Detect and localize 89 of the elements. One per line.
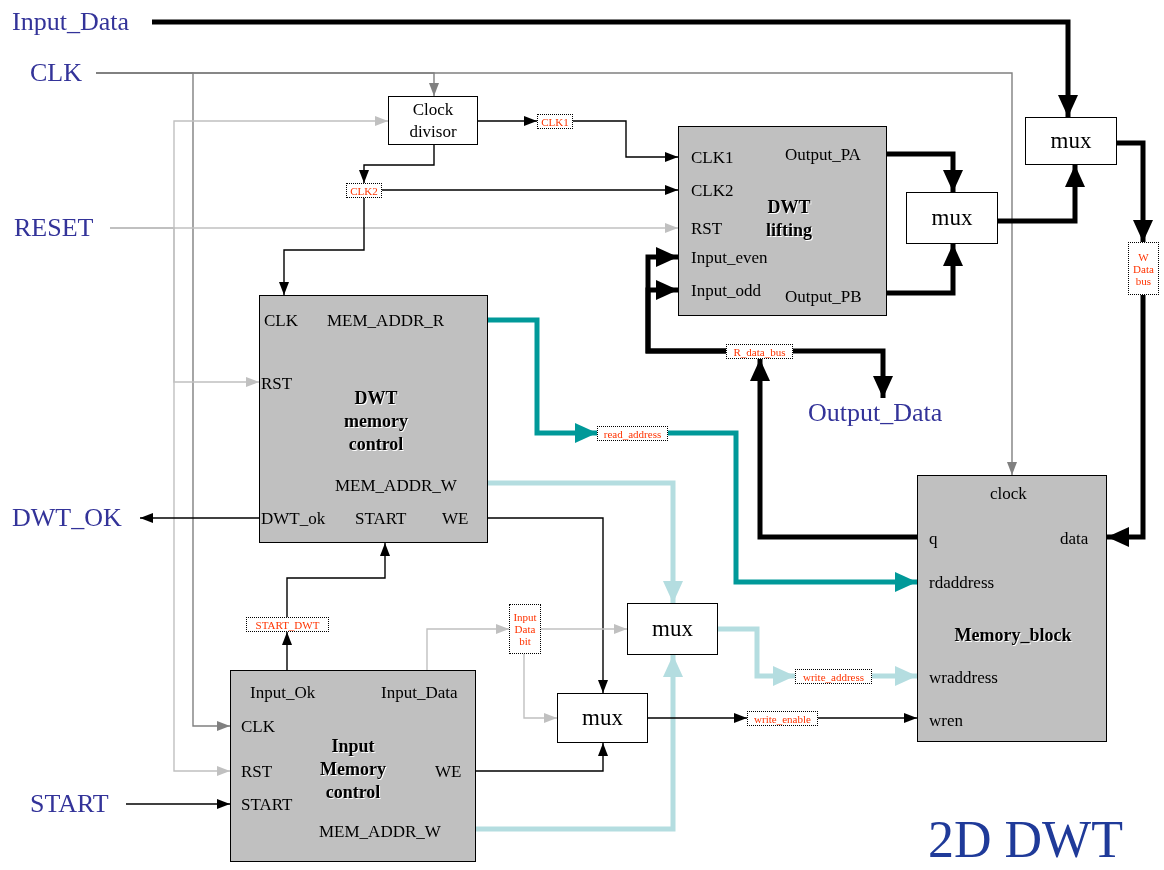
block-title: Memory_block: [953, 623, 1073, 647]
port-label: wraddress: [929, 668, 998, 688]
bus-arrow: [668, 430, 917, 592]
port-label: Input_odd: [691, 281, 761, 301]
bus-arrow: [887, 244, 963, 296]
mux-box: mux: [906, 192, 998, 244]
mux-box: mux: [627, 603, 718, 655]
port-label: Output_PA: [785, 145, 861, 165]
port-label: CLK1: [691, 148, 734, 168]
port-label: CLK2: [691, 181, 734, 201]
signal-arrow: [95, 72, 231, 731]
signal-tag: Input Data bit: [509, 604, 541, 654]
bus-arrow: [718, 626, 795, 686]
port-label: WE: [442, 509, 469, 529]
port-label: WE: [435, 762, 462, 782]
signal-tag: write_enable: [747, 711, 818, 726]
port-label: wren: [929, 711, 963, 731]
signal-arrow: [523, 653, 558, 723]
bus-arrow: [488, 480, 683, 603]
signal-tag: write_address: [795, 669, 872, 684]
signal-arrow: [426, 624, 510, 671]
signal-label: Input_Data: [12, 7, 152, 37]
port-label: CLK: [241, 717, 275, 737]
signal-arrow: [487, 517, 608, 694]
signal-tag: W Data bus: [1128, 242, 1159, 295]
bus-arrow: [887, 151, 963, 192]
signal-arrow: [359, 144, 435, 184]
port-label: MEM_ADDR_R: [327, 311, 445, 331]
bus-arrow: [750, 359, 917, 540]
port-label: MEM_ADDR_W: [319, 822, 441, 842]
signal-tag: CLK2: [346, 183, 382, 198]
module-block: [230, 670, 476, 862]
bus-arrow: [645, 280, 726, 354]
bus-arrow: [998, 165, 1085, 224]
signal-arrow: [109, 227, 231, 776]
port-label: Output_PB: [785, 287, 862, 307]
signal-arrow: [817, 713, 918, 723]
diagram-title: 2D DWT: [928, 812, 1123, 868]
port-label: DWT_ok: [261, 509, 326, 529]
signal-arrow: [381, 185, 679, 195]
signal-arrow: [139, 513, 260, 523]
port-label: rdaddress: [929, 573, 995, 593]
signal-label: CLK: [30, 58, 96, 88]
mux-box: mux: [1025, 117, 1117, 165]
bus-arrow: [1107, 295, 1146, 547]
bus-arrow: [1117, 140, 1153, 242]
signal-arrow: [475, 742, 608, 772]
signal-label: START: [30, 789, 126, 819]
signal-arrow: [477, 116, 538, 126]
signal-arrow: [279, 197, 365, 296]
port-label: clock: [990, 484, 1027, 504]
block-title: DWT memory control: [343, 386, 409, 456]
port-label: RST: [241, 762, 273, 782]
signal-arrow: [282, 631, 292, 671]
bus-arrow: [476, 655, 683, 832]
signal-arrow: [647, 713, 748, 723]
port-label: q: [929, 529, 938, 549]
mux-box: mux: [557, 693, 648, 743]
port-label: Input_Data: [381, 683, 458, 703]
signal-label: RESET: [14, 213, 110, 243]
port-label: CLK: [264, 311, 298, 331]
signal-arrow: [125, 799, 231, 809]
module-block: [678, 126, 887, 316]
signal-arrow: [540, 624, 628, 634]
port-label: Input_Ok: [250, 683, 316, 703]
signal-arrow: [286, 542, 390, 618]
signal-label: DWT_OK: [12, 503, 140, 533]
signal-arrow: [572, 120, 679, 162]
bus-arrow: [872, 666, 917, 686]
port-label: data: [1060, 529, 1089, 549]
port-label: START: [241, 795, 293, 815]
bus-arrow: [793, 348, 893, 398]
block-title: Input Memory control: [319, 734, 387, 804]
port-label: RST: [261, 374, 293, 394]
signal-tag: CLK1: [537, 114, 573, 129]
bus-arrow: [488, 317, 597, 443]
port-label: START: [355, 509, 407, 529]
module-block: [259, 295, 488, 543]
bus-arrow: [152, 19, 1078, 117]
signal-tag: START_DWT: [246, 617, 329, 632]
process-box: Clock divisor: [388, 96, 478, 145]
block-title: DWT lifting: [765, 196, 813, 242]
port-label: MEM_ADDR_W: [335, 476, 457, 496]
port-label: RST: [691, 219, 723, 239]
module-block: [917, 475, 1107, 742]
port-label: Input_even: [691, 248, 768, 268]
signal-tag: R_data_bus: [726, 344, 793, 359]
signal-tag: read_address: [597, 426, 668, 441]
signal-label: Output_Data: [808, 398, 968, 428]
